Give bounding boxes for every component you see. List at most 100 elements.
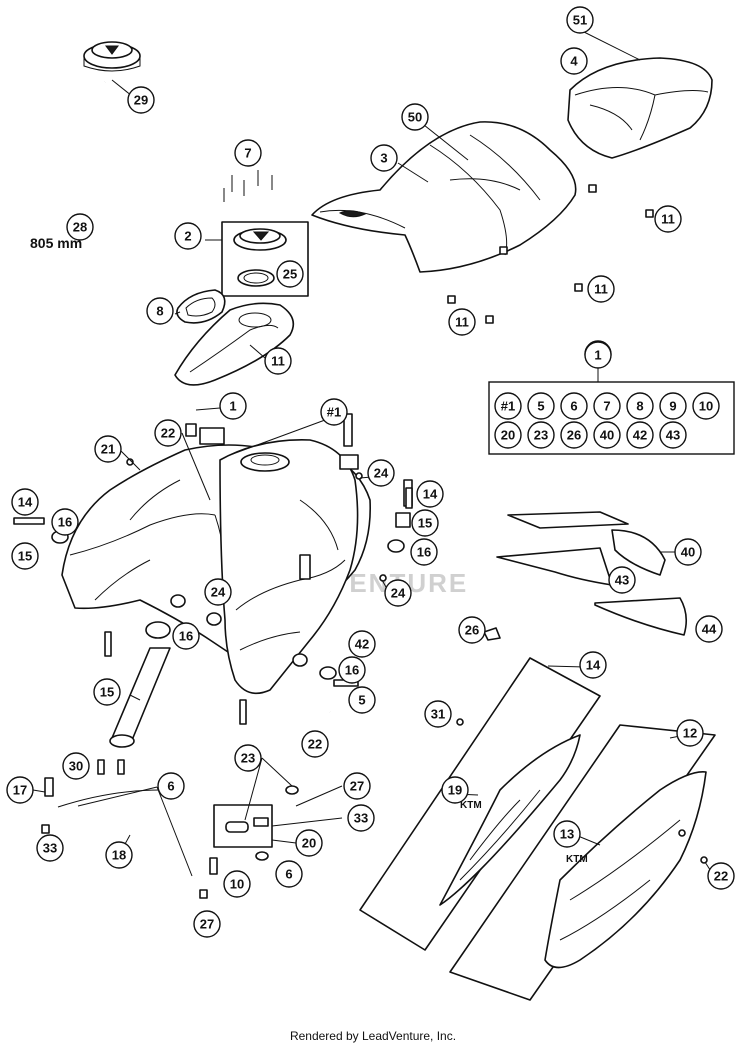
kit-item-label: 43 <box>666 428 680 443</box>
kit-item-label: 6 <box>570 399 577 414</box>
callout-22: 22 <box>154 419 182 447</box>
callout-label: 6 <box>167 779 174 794</box>
callout-label: 51 <box>573 13 587 28</box>
callout-50: 50 <box>401 103 429 131</box>
callout-31: 31 <box>424 700 452 728</box>
callout-20: 20 <box>295 829 323 857</box>
rider-seat <box>311 121 577 273</box>
callout-label: 23 <box>241 751 255 766</box>
callout-label: 14 <box>586 658 601 673</box>
callout-label: 12 <box>683 726 697 741</box>
kit-item-label: 7 <box>603 399 610 414</box>
callout-11: 11 <box>448 308 476 336</box>
callout-29: 29 <box>127 86 155 114</box>
footer-credit: Rendered by LeadVenture, Inc. <box>290 1029 456 1043</box>
callout-label: 16 <box>345 663 359 678</box>
callout-label: 10 <box>230 877 244 892</box>
callout-label: 16 <box>58 515 72 530</box>
callout-label: 24 <box>374 466 389 481</box>
callout-15: 15 <box>11 542 39 570</box>
callout-label: 29 <box>134 93 148 108</box>
kit-item-26: 26 <box>560 421 588 449</box>
fuel-cap-vent <box>83 41 141 72</box>
callout-30: 30 <box>62 752 90 780</box>
callout-label: 18 <box>112 848 126 863</box>
callout-7: 7 <box>234 139 262 167</box>
kit-item-label: #1 <box>501 399 515 414</box>
callout-5: 5 <box>348 686 376 714</box>
callout-16: 16 <box>51 508 79 536</box>
kit-item-label: 8 <box>636 399 643 414</box>
callout-label: 15 <box>418 516 432 531</box>
callout-label: 15 <box>18 549 32 564</box>
callout-8: 8 <box>146 297 174 325</box>
kit-item-label: 23 <box>534 428 548 443</box>
callout-label: 3 <box>380 151 387 166</box>
callout-14: 14 <box>416 480 444 508</box>
kit-item-20: 20 <box>494 421 522 449</box>
kit-item-8: 8 <box>626 392 654 420</box>
fuel-hose-lower <box>41 777 218 899</box>
callout-label: 25 <box>283 267 297 282</box>
callout-label: 11 <box>271 354 285 369</box>
fuel-cap-group-box <box>221 221 309 297</box>
pillion-seat <box>567 57 713 159</box>
kit-item-7: 7 <box>593 392 621 420</box>
callout-33: 33 <box>347 804 375 832</box>
callout-28: 28 <box>66 213 94 241</box>
callout-label: 27 <box>350 779 364 794</box>
tank-cover-trim <box>174 302 295 386</box>
callout-label: 1 <box>229 399 236 414</box>
callout-label: 8 <box>156 304 163 319</box>
callout-22: 22 <box>707 862 735 890</box>
side-panel-right-box <box>359 657 601 951</box>
callout-label: 22 <box>714 869 728 884</box>
callout-label: 33 <box>354 811 368 826</box>
callout-14: 14 <box>11 488 39 516</box>
callout-label: 4 <box>570 54 578 69</box>
callout-15: 15 <box>93 678 121 706</box>
tank-fasteners <box>13 413 413 687</box>
callout-label: 21 <box>101 442 115 457</box>
callout-6: 6 <box>275 860 303 888</box>
kit-item-42: 42 <box>626 421 654 449</box>
fuel-outlets <box>97 631 247 775</box>
callout-3: 3 <box>370 144 398 172</box>
callout-51: 51 <box>566 6 594 34</box>
kit-header-callout: 1 <box>584 341 612 369</box>
callout-11: 11 <box>587 275 615 303</box>
callout-label: 22 <box>308 737 322 752</box>
svg-text:KTM: KTM <box>566 854 588 865</box>
kit-item-6: 6 <box>560 392 588 420</box>
kit-item-23: 23 <box>527 421 555 449</box>
filler-neck <box>109 621 171 748</box>
callout-label: 43 <box>615 573 629 588</box>
callout-21: 21 <box>94 435 122 463</box>
kit-item-label: 42 <box>633 428 647 443</box>
seat-fasteners <box>447 184 654 324</box>
callout-25: 25 <box>276 260 304 288</box>
callout-27: 27 <box>343 772 371 800</box>
callout-label: 26 <box>465 623 479 638</box>
callout-label: 17 <box>13 783 27 798</box>
callout-1: 1 <box>219 392 247 420</box>
kit-item-label: 40 <box>600 428 614 443</box>
callout-13: 13 <box>553 820 581 848</box>
callout-19: 19 <box>441 776 469 804</box>
kit-item-10: 10 <box>692 392 720 420</box>
callout-44: 44 <box>695 615 723 643</box>
kit-item-label: 10 <box>699 399 713 414</box>
callout-label: 24 <box>391 586 406 601</box>
callout-24: 24 <box>384 579 412 607</box>
callout-16: 16 <box>338 656 366 684</box>
kit-item-label: 9 <box>669 399 676 414</box>
callout-33: 33 <box>36 834 64 862</box>
callout-12: 12 <box>676 719 704 747</box>
callout-24: 24 <box>367 459 395 487</box>
hose-length-label: 805 mm <box>30 235 82 251</box>
callout-label: 31 <box>431 707 445 722</box>
side-panel-right: KTM <box>439 734 581 906</box>
callout-label: 15 <box>100 685 114 700</box>
